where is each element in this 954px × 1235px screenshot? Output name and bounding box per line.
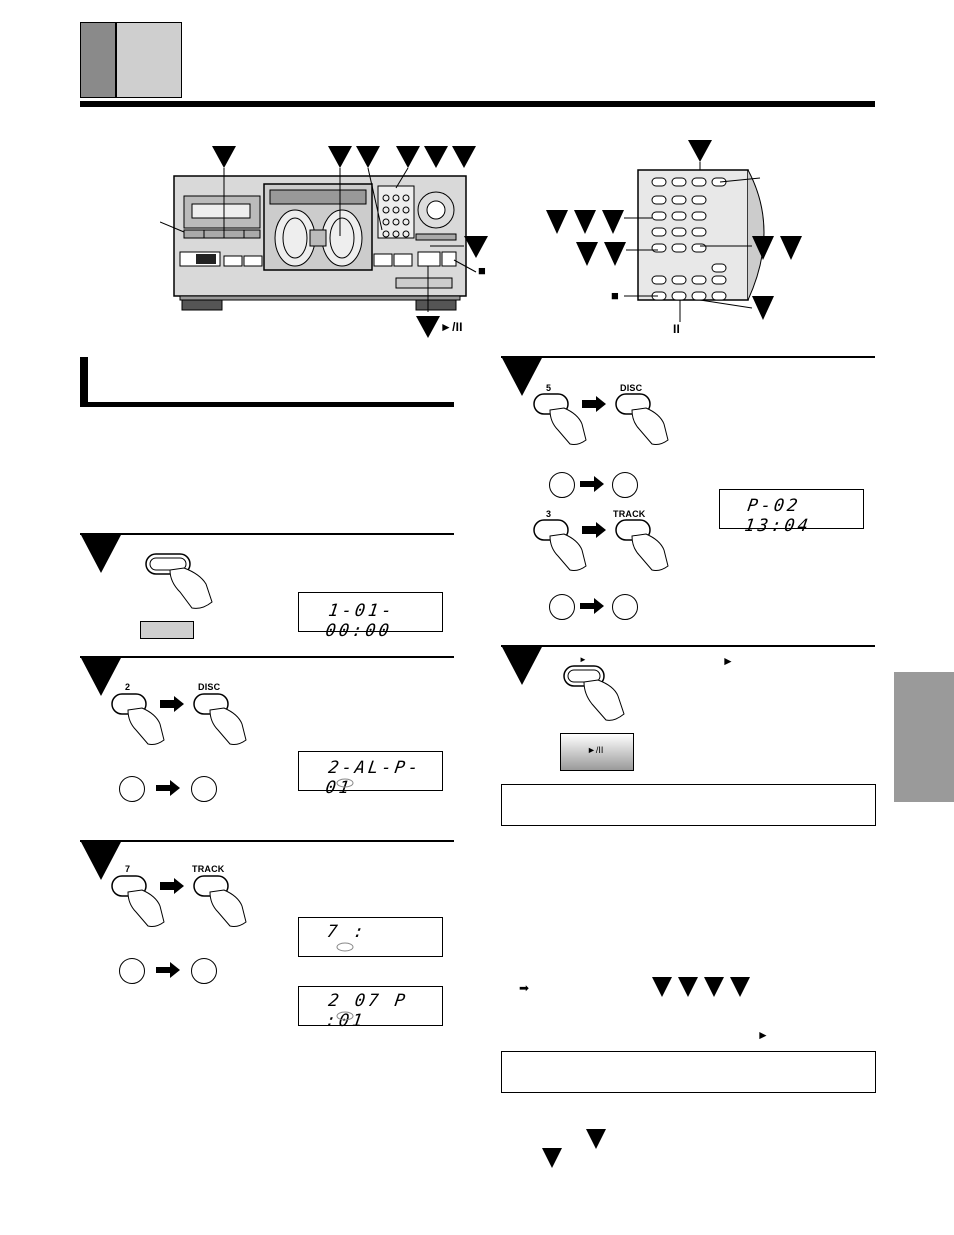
step4-key3-label: 3 xyxy=(546,509,552,519)
step2-arrow-icon xyxy=(156,780,180,796)
step5-press-play-icon xyxy=(563,665,625,721)
step4-arrow-b-icon xyxy=(580,598,604,614)
step4-marker-icon xyxy=(501,356,543,396)
arrow-text: ➡ xyxy=(519,981,530,995)
step4-press-key-icon xyxy=(533,393,669,445)
play-symbol-text: ► xyxy=(757,1028,769,1042)
step1-marker-icon xyxy=(80,533,122,573)
front-playpause-label: ►/II xyxy=(440,320,463,334)
front-stop-label: ■ xyxy=(478,263,487,278)
header-tab-dark xyxy=(80,22,116,98)
step3-press-key-icon xyxy=(111,875,247,927)
step3-rule xyxy=(80,840,454,842)
step-markers-row-icon xyxy=(652,977,750,997)
header-rule xyxy=(80,101,875,107)
step4-display-text: P-02 13:04 xyxy=(743,496,813,536)
step4-track-label: TRACK xyxy=(613,509,646,519)
step4-circle-d xyxy=(612,594,638,620)
step4-key-label: 5 xyxy=(546,383,552,393)
section-heading-bracket xyxy=(80,357,88,407)
side-tab xyxy=(894,672,954,802)
step4-disc-label: DISC xyxy=(620,383,643,393)
front-panel-illustration xyxy=(160,146,488,338)
note-box-1 xyxy=(501,784,876,826)
step2-rule xyxy=(80,656,454,658)
step3-marker-icon xyxy=(80,840,122,880)
step3-display-a: 7 : xyxy=(298,917,443,957)
step-marker-a-icon xyxy=(586,1129,606,1149)
step5-play-text: ► xyxy=(722,654,734,668)
step2-disc-label: DISC xyxy=(198,682,221,692)
step3-circle-b xyxy=(191,958,217,984)
step1-display: 1-01-00:00 xyxy=(298,592,443,641)
step2-key-label: 2 xyxy=(125,682,131,692)
step5-panel-playpause-label: ►/II xyxy=(587,745,604,755)
step2-press-key-icon xyxy=(111,693,247,745)
step4-circle-b xyxy=(612,472,638,498)
remote-illustration xyxy=(546,140,802,322)
remote-stop-label: ■ xyxy=(611,288,620,303)
step3-track-label: TRACK xyxy=(192,864,225,874)
step5-marker-icon xyxy=(501,645,543,685)
step-marker-b-icon xyxy=(542,1148,562,1168)
step2-circle-b xyxy=(191,776,217,802)
step1-display-text: 1-01-00:00 xyxy=(324,601,396,641)
step3-circle-a xyxy=(119,958,145,984)
step4-press-key2-icon xyxy=(533,519,669,571)
step3-arrow-icon xyxy=(156,962,180,978)
step2-display: 2-AL-P-01 xyxy=(298,751,443,798)
step5-rule xyxy=(501,645,875,647)
step4-arrow-a-icon xyxy=(580,476,604,492)
step3-key-label: 7 xyxy=(125,864,131,874)
step4-display: P-02 13:04 xyxy=(719,489,864,536)
step1-press-button-icon xyxy=(145,553,213,609)
step5-panel-playpause-button: ►/II xyxy=(560,733,634,771)
header-tab-light xyxy=(116,22,182,98)
section-heading-rule xyxy=(80,402,454,407)
step3-display-a-text: 7 : xyxy=(325,922,369,942)
step2-marker-icon xyxy=(80,656,122,696)
step4-rule xyxy=(501,356,875,358)
step1-rule xyxy=(80,533,454,535)
step4-circle-c xyxy=(549,594,575,620)
step3-display-b: 2 07 P :01 xyxy=(298,986,443,1031)
step5-play-label: ► xyxy=(579,655,588,664)
step2-circle-a xyxy=(119,776,145,802)
note-box-2 xyxy=(501,1051,876,1093)
step1-panel-button xyxy=(140,621,194,639)
remote-pause-label: II xyxy=(673,322,681,336)
step4-circle-a xyxy=(549,472,575,498)
